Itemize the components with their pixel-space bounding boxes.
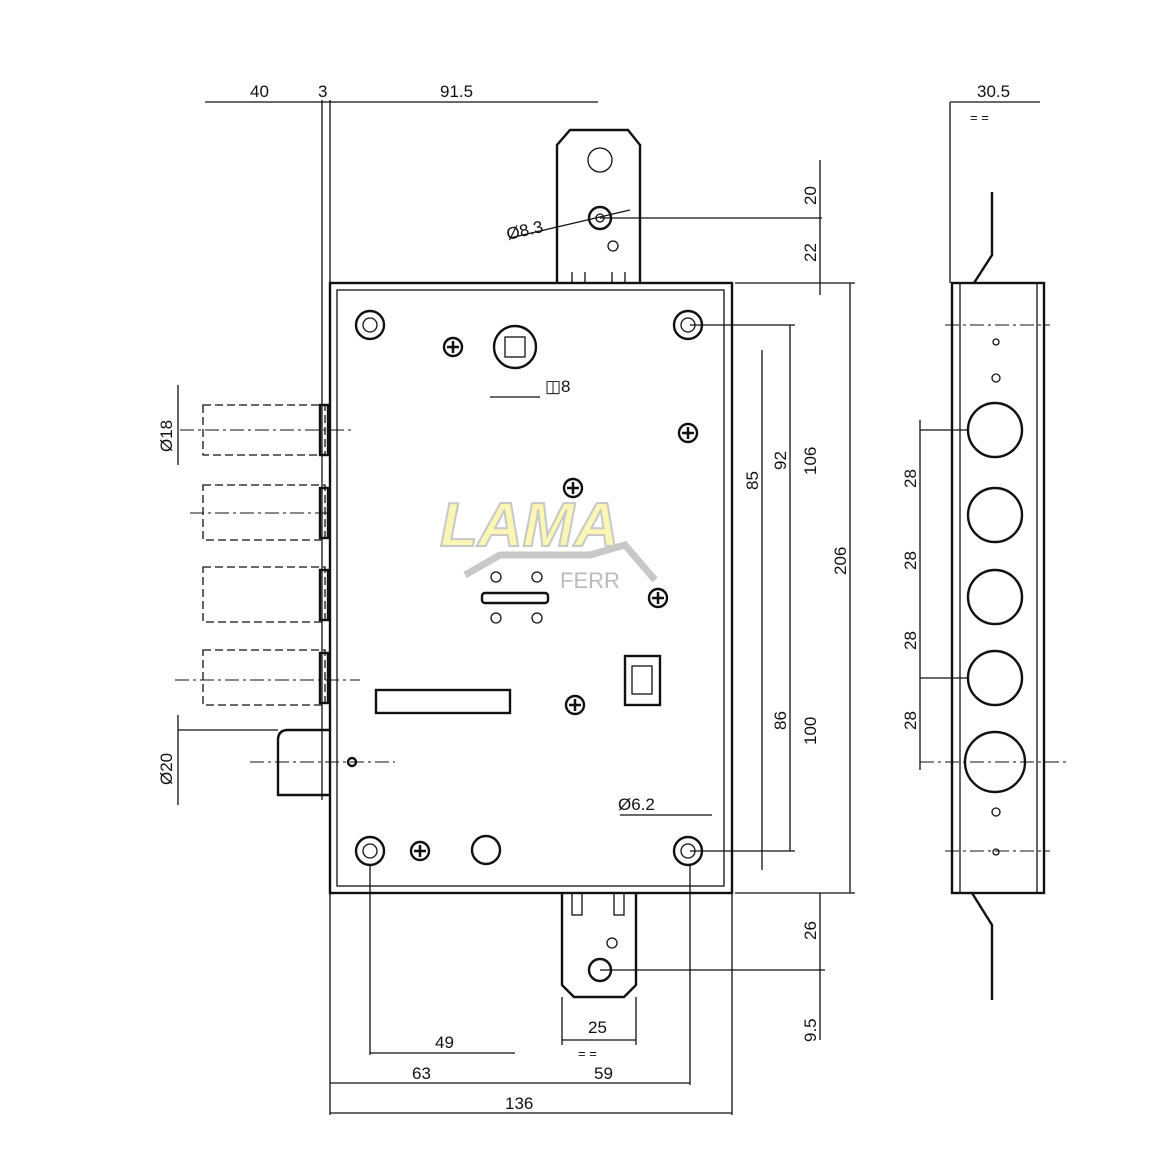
dim-spindle-8: ◫8	[545, 377, 571, 396]
dim-100: 100	[801, 717, 820, 745]
dim-26: 26	[801, 921, 820, 940]
dimension-labels: 40 3 91.5 Ø8.3 20 22 ◫8 Ø18 85 92 106 20…	[157, 82, 1010, 1113]
dim-136: 136	[505, 1094, 533, 1113]
dim-22: 22	[801, 243, 820, 262]
dim-pitch-28: 28	[901, 551, 920, 570]
dim-92: 92	[771, 451, 790, 470]
equal-marks-side: = =	[970, 110, 989, 125]
dim-49: 49	[435, 1033, 454, 1052]
mounting-screws	[354, 309, 704, 867]
dimension-lines	[177, 101, 855, 1115]
dim-bolt-18: Ø18	[157, 420, 176, 452]
dim-25: 25	[588, 1018, 607, 1037]
lama-ferr-logo: LAMA FERR	[439, 490, 658, 593]
logo-main: LAMA	[440, 491, 619, 560]
dim-9-5: 9.5	[801, 1018, 820, 1042]
dim-85: 85	[743, 471, 762, 490]
lock-case	[328, 281, 734, 895]
dim-pitch-28: 28	[901, 469, 920, 488]
dim-6-2: Ø6.2	[618, 795, 655, 814]
side-view	[919, 101, 1070, 1000]
slot	[374, 688, 512, 715]
equal-marks: = =	[578, 1046, 597, 1061]
dim-40: 40	[250, 82, 269, 101]
dim-pitch-28: 28	[901, 711, 920, 730]
dim-30-5: 30.5	[977, 82, 1010, 101]
dim-91-5: 91.5	[440, 82, 473, 101]
logo-sub: FERR	[560, 568, 620, 593]
dim-106: 106	[801, 447, 820, 475]
dim-206: 206	[831, 547, 850, 575]
dim-pitch-28: 28	[901, 631, 920, 650]
bolts	[175, 403, 360, 706]
dim-86: 86	[771, 711, 790, 730]
dim-latch-20: Ø20	[157, 753, 176, 785]
dim-59: 59	[594, 1064, 613, 1083]
latch	[276, 728, 330, 797]
key-symbol	[623, 654, 662, 707]
spindle-hub	[492, 324, 538, 370]
dim-3: 3	[318, 82, 327, 101]
plate-hole	[587, 147, 613, 173]
dim-63: 63	[412, 1064, 431, 1083]
small-screws	[409, 336, 699, 862]
dim-hole-8-3: Ø8.3	[505, 217, 545, 244]
top-strike-plate	[555, 128, 642, 283]
dim-20: 20	[801, 186, 820, 205]
